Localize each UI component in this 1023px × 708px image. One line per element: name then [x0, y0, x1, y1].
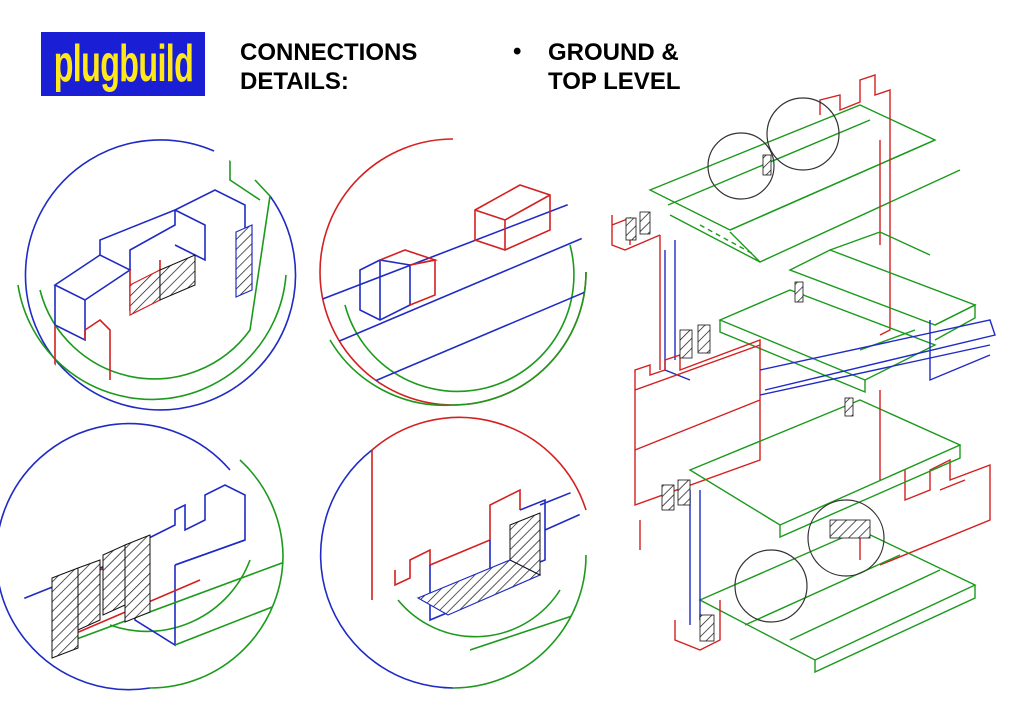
callout-circle-2 — [766, 97, 840, 171]
bullet-point: • — [513, 38, 522, 65]
heading-ground-top-level: GROUND & TOP LEVEL — [548, 39, 681, 95]
plugbuild-logo: plugbuild — [41, 32, 205, 96]
callout-circle-1 — [707, 132, 775, 200]
connection-detail-top-left — [15, 132, 297, 411]
callout-circle-4 — [734, 549, 808, 623]
heading-connections-details: CONNECTIONS DETAILS: — [240, 39, 418, 95]
connection-detail-bottom-right — [319, 416, 587, 689]
logo-text: plugbuild — [53, 35, 193, 93]
connection-detail-top-right — [319, 138, 587, 407]
callout-circle-3 — [807, 499, 885, 577]
hatched-joints — [625, 154, 871, 642]
connection-detail-bottom-left — [0, 412, 287, 697]
ground-top-level-assembly — [611, 74, 996, 674]
detail-callout-circles — [707, 97, 885, 623]
